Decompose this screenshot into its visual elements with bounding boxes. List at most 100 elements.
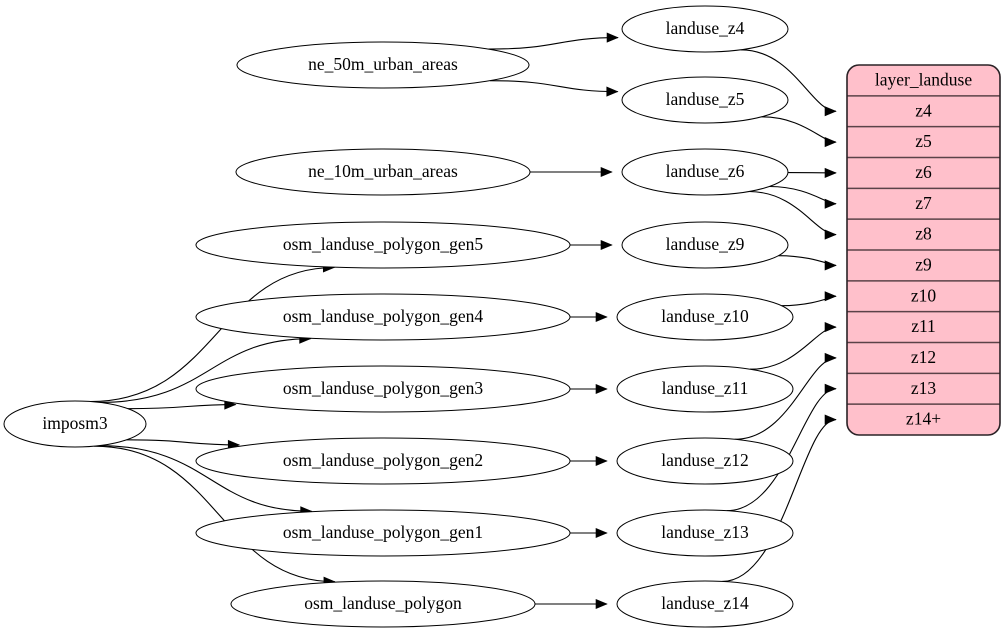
node-label-ne_50m_urban_areas: ne_50m_urban_areas — [308, 54, 458, 74]
node-shape-ne_50m_urban_areas — [236, 41, 530, 89]
node-label-osm_landuse_polygon_gen4: osm_landuse_polygon_gen4 — [283, 306, 484, 326]
node-osm_landuse_polygon_gen5[interactable]: osm_landuse_polygon_gen5 — [195, 221, 571, 269]
edge-arrowhead — [600, 166, 613, 178]
node-label-landuse_z9: landuse_z9 — [666, 234, 745, 254]
node-shape-landuse_z11 — [616, 365, 794, 413]
node-label-landuse_z6: landuse_z6 — [666, 161, 745, 181]
edge-imposm3-to-osm_landuse_polygon_gen5 — [90, 266, 335, 403]
table-row-z7 — [847, 188, 1000, 220]
table-cell-label-z12: z12 — [911, 347, 936, 367]
node-ne_10m_urban_areas[interactable]: ne_10m_urban_areas — [235, 148, 531, 196]
table-row-z9 — [847, 250, 1000, 281]
edge-arrowhead — [595, 455, 608, 467]
node-shape-imposm3 — [3, 400, 147, 448]
layer-landuse-table-border — [846, 64, 1001, 436]
node-shape-osm_landuse_polygon_gen2 — [195, 437, 571, 485]
edge-arrowhead — [595, 527, 608, 539]
edge-arrowhead — [824, 383, 837, 394]
node-landuse_z11[interactable]: landuse_z11 — [616, 365, 794, 413]
edge-imposm3-to-osm_landuse_polygon_gen2 — [126, 439, 240, 446]
table-cell-label-z9: z9 — [915, 254, 932, 274]
node-osm_landuse_polygon[interactable]: osm_landuse_polygon — [230, 580, 536, 628]
node-shape-osm_landuse_polygon_gen1 — [195, 509, 571, 557]
edge-arrowhead — [606, 86, 619, 97]
edge-ne_50m_urban_areas-to-landuse_z5 — [489, 80, 618, 93]
table-row-z14+ — [847, 404, 1000, 435]
node-landuse_z5[interactable]: landuse_z5 — [621, 76, 789, 124]
edge-arrowhead — [824, 198, 837, 209]
edge-arrowhead — [595, 383, 608, 395]
table-header-label: layer_landuse — [875, 69, 972, 89]
edge-arrowhead — [606, 32, 619, 43]
table-row-z13 — [847, 373, 1000, 405]
edge-arrowhead — [595, 598, 608, 610]
node-imposm3[interactable]: imposm3 — [3, 400, 147, 448]
node-label-landuse_z14: landuse_z14 — [661, 593, 749, 613]
node-shape-landuse_z10 — [616, 293, 794, 341]
edge-arrowhead — [824, 106, 837, 117]
node-osm_landuse_polygon_gen1[interactable]: osm_landuse_polygon_gen1 — [195, 509, 571, 557]
node-landuse_z14[interactable]: landuse_z14 — [616, 580, 794, 628]
node-landuse_z13[interactable]: landuse_z13 — [616, 509, 794, 557]
node-label-landuse_z4: landuse_z4 — [666, 18, 745, 38]
node-ne_50m_urban_areas[interactable]: ne_50m_urban_areas — [236, 41, 530, 89]
table-cell-label-z14+: z14+ — [906, 409, 941, 429]
node-label-osm_landuse_polygon: osm_landuse_polygon — [304, 593, 462, 613]
edge-arrowhead — [824, 167, 837, 178]
edge-imposm3-to-osm_landuse_polygon_gen4 — [99, 338, 311, 403]
node-shape-landuse_z5 — [621, 76, 789, 124]
node-label-osm_landuse_polygon_gen5: osm_landuse_polygon_gen5 — [283, 234, 484, 254]
table-cell-label-z4: z4 — [915, 100, 932, 120]
table-row-z4 — [847, 95, 1000, 127]
node-landuse_z9[interactable]: landuse_z9 — [621, 221, 789, 269]
edge-imposm3-to-osm_landuse_polygon_gen1 — [99, 445, 312, 512]
node-shape-ne_10m_urban_areas — [235, 148, 531, 196]
node-shape-landuse_z6 — [621, 148, 789, 196]
node-label-imposm3: imposm3 — [42, 413, 107, 433]
edge-arrowhead — [600, 239, 613, 251]
edge-arrowhead — [824, 322, 837, 333]
table-row-z8 — [847, 219, 1000, 250]
node-shape-landuse_z14 — [616, 580, 794, 628]
nodes-layer: imposm3 ne_50m_urban_areas ne_10m_urban_ar… — [3, 5, 794, 628]
node-shape-osm_landuse_polygon — [230, 580, 536, 628]
node-label-osm_landuse_polygon_gen3: osm_landuse_polygon_gen3 — [283, 378, 484, 398]
node-osm_landuse_polygon_gen3[interactable]: osm_landuse_polygon_gen3 — [195, 365, 571, 413]
node-shape-landuse_z13 — [616, 509, 794, 557]
table-cell-label-z6: z6 — [915, 162, 932, 182]
node-label-landuse_z10: landuse_z10 — [661, 306, 749, 326]
edge-ne_50m_urban_areas-to-landuse_z4 — [488, 37, 619, 50]
table-cell-label-z10: z10 — [911, 285, 937, 305]
node-landuse_z12[interactable]: landuse_z12 — [616, 437, 794, 485]
table-cell-label-z11: z11 — [911, 316, 936, 336]
edge-arrowhead — [824, 137, 837, 148]
node-shape-landuse_z12 — [616, 437, 794, 485]
node-osm_landuse_polygon_gen2[interactable]: osm_landuse_polygon_gen2 — [195, 437, 571, 485]
node-landuse_z4[interactable]: landuse_z4 — [621, 5, 789, 53]
edge-arrowhead — [824, 414, 837, 425]
table-row-z11 — [847, 311, 1000, 343]
record-table-layer: layer_landusez4z5z6z7z8z9z10z11z12z13z14… — [846, 64, 1001, 436]
table-row-z12 — [847, 342, 1000, 374]
node-landuse_z6[interactable]: landuse_z6 — [621, 148, 789, 196]
table-header-cell — [847, 65, 1000, 96]
edge-landuse_z14-to-layer_landuse-z14+ — [722, 419, 837, 582]
node-label-landuse_z11: landuse_z11 — [662, 378, 749, 398]
node-shape-osm_landuse_polygon_gen5 — [195, 221, 571, 269]
table-cell-label-z13: z13 — [911, 378, 937, 398]
table-cell-label-z7: z7 — [915, 193, 932, 213]
node-shape-osm_landuse_polygon_gen3 — [195, 365, 571, 413]
edge-landuse_z13-to-layer_landuse-z13 — [726, 388, 837, 512]
table-row-z10 — [847, 280, 1000, 312]
node-label-landuse_z12: landuse_z12 — [661, 450, 748, 470]
node-landuse_z10[interactable]: landuse_z10 — [616, 293, 794, 341]
edge-arrowhead — [824, 260, 837, 271]
node-label-osm_landuse_polygon_gen1: osm_landuse_polygon_gen1 — [283, 522, 483, 542]
node-shape-landuse_z9 — [621, 221, 789, 269]
node-osm_landuse_polygon_gen4[interactable]: osm_landuse_polygon_gen4 — [195, 293, 571, 341]
node-shape-osm_landuse_polygon_gen4 — [195, 293, 571, 341]
node-shape-landuse_z4 — [621, 5, 789, 53]
edge-arrowhead — [824, 291, 837, 302]
